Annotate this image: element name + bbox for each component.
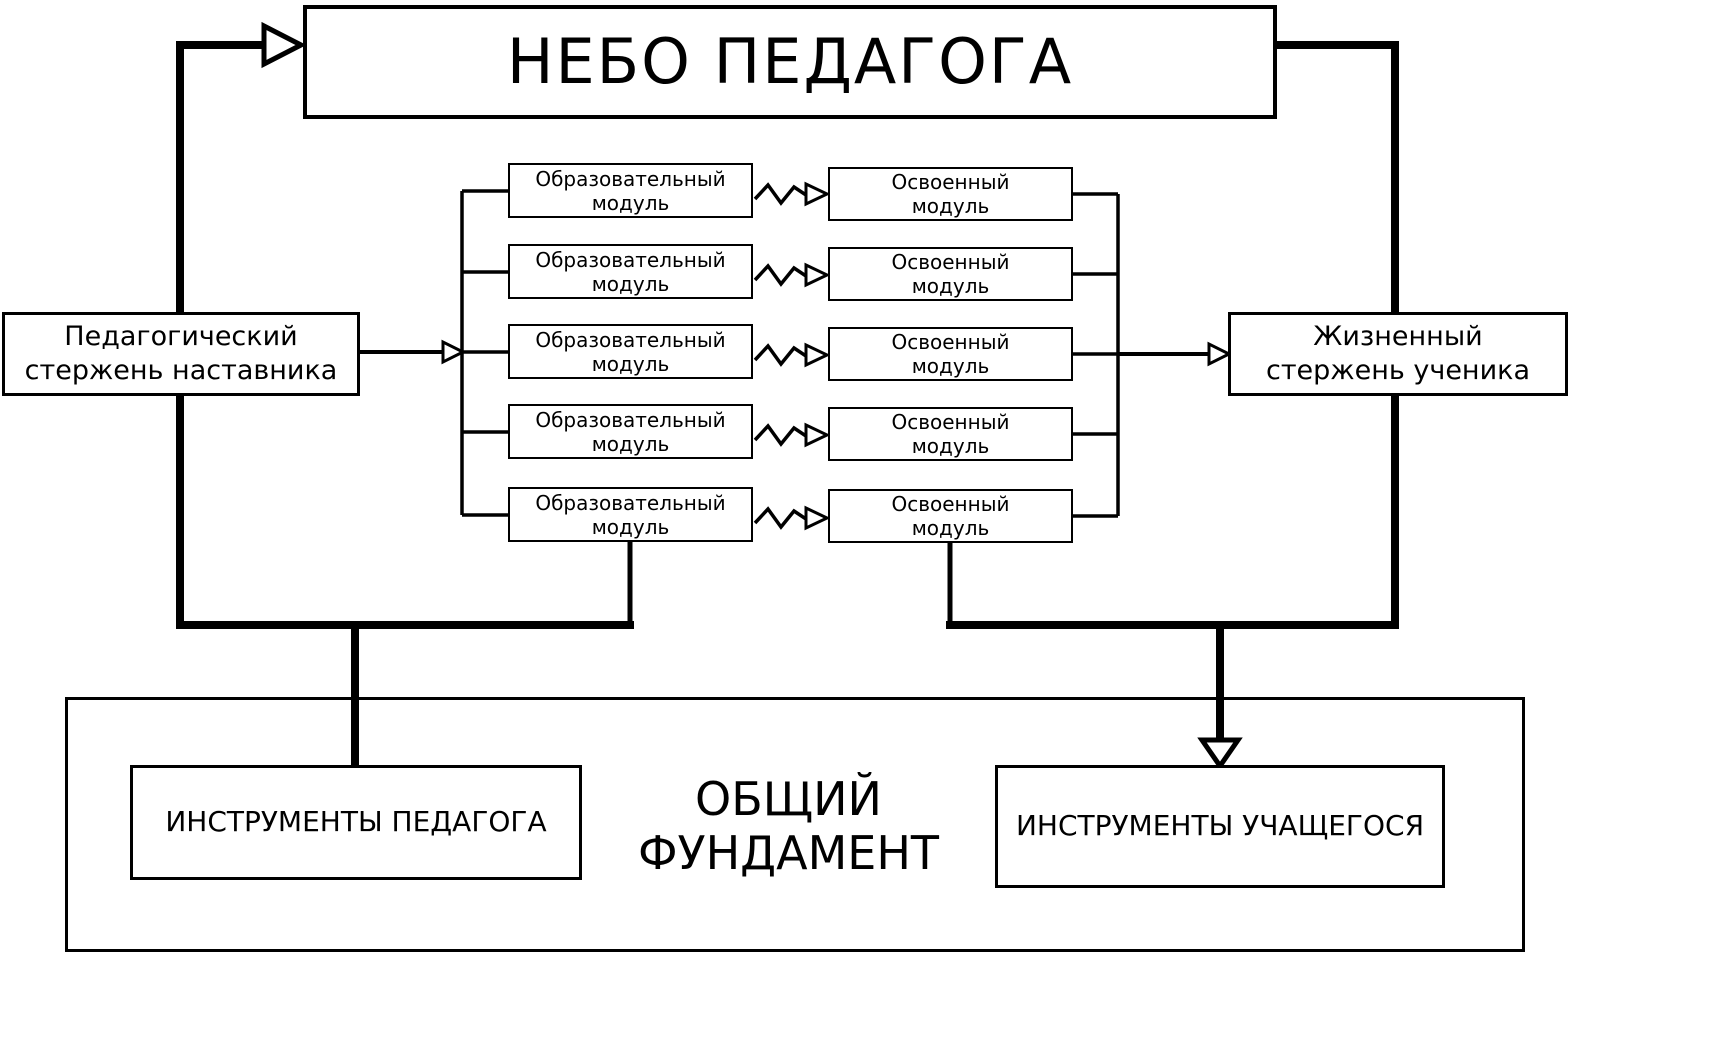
teacher-tools-text: ИНСТРУМЕНТЫ ПЕДАГОГА <box>165 805 547 839</box>
mastered-module-text: Освоенный модуль <box>891 250 1010 298</box>
student-tools-text: ИНСТРУМЕНТЫ УЧАЩЕГОСЯ <box>1015 809 1425 843</box>
zigzag-arrow-3 <box>753 342 831 368</box>
educational-module-box-5: Образовательный модуль <box>508 487 753 542</box>
student-core-text: Жизненный стержень ученика <box>1265 321 1530 386</box>
educational-module-box-1: Образовательный модуль <box>508 163 753 218</box>
teacher-core-text: Педагогический стержень наставника <box>24 321 338 386</box>
educational-module-box-4: Образовательный модуль <box>508 404 753 459</box>
right-arrowhead <box>1207 341 1233 367</box>
educational-module-text: Образовательный модуль <box>535 407 726 456</box>
educational-module-box-2: Образовательный модуль <box>508 244 753 299</box>
mastered-module-box-1: Освоенный модуль <box>828 167 1073 221</box>
zigzag-arrow-1 <box>753 181 831 207</box>
zigzag-arrow-2 <box>753 262 831 288</box>
mastered-module-text: Освоенный модуль <box>891 170 1010 218</box>
foundation-box <box>65 697 1525 952</box>
teacher-core-box: Педагогический стержень наставника <box>2 312 360 396</box>
mastered-module-box-5: Освоенный модуль <box>828 489 1073 543</box>
educational-bracket <box>460 189 509 517</box>
student-core-box: Жизненный стержень ученика <box>1228 312 1568 396</box>
right-arrowhead <box>441 339 467 365</box>
title-left-arrowhead <box>261 21 307 69</box>
mastered-module-text: Освоенный модуль <box>891 410 1010 458</box>
zigzag-arrow-5 <box>753 505 831 531</box>
educational-module-text: Образовательный модуль <box>535 490 726 539</box>
educational-module-text: Образовательный модуль <box>535 327 726 376</box>
educational-module-text: Образовательный модуль <box>535 166 726 215</box>
student-tools-connector-arrow <box>1197 621 1243 771</box>
mastered-bracket <box>1072 192 1120 518</box>
educational-module-box-3: Образовательный модуль <box>508 324 753 379</box>
down-arrowhead <box>1197 737 1243 771</box>
title-box-nebo-pedagoga: НЕБО ПЕДАГОГА <box>303 5 1277 119</box>
mastered-module-text: Освоенный модуль <box>891 330 1010 378</box>
teacher-tools-box: ИНСТРУМЕНТЫ ПЕДАГОГА <box>130 765 582 880</box>
teacher-core-to-modules-arrow <box>360 339 467 365</box>
mastered-module-box-4: Освоенный модуль <box>828 407 1073 461</box>
title-text: НЕБО ПЕДАГОГА <box>506 25 1074 99</box>
modules-to-student-core-arrow <box>1118 341 1233 367</box>
mastered-module-box-3: Освоенный модуль <box>828 327 1073 381</box>
student-tools-box: ИНСТРУМЕНТЫ УЧАЩЕГОСЯ <box>995 765 1445 888</box>
zigzag-arrow-4 <box>753 422 831 448</box>
foundation-title: ОБЩИЙ ФУНДАМЕНТ <box>637 772 940 881</box>
mastered-module-box-2: Освоенный модуль <box>828 247 1073 301</box>
educational-module-text: Образовательный модуль <box>535 247 726 296</box>
mastered-module-text: Освоенный модуль <box>891 492 1010 540</box>
